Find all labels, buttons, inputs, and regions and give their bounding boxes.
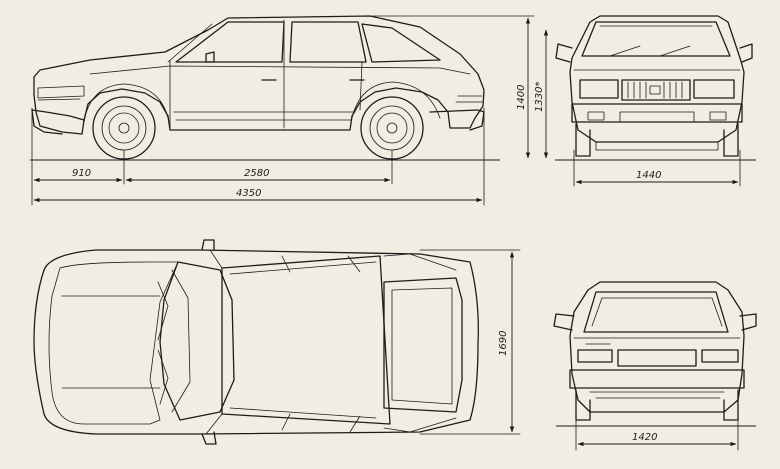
side-dimensions: 910 2580 4350 1400 1330*	[30, 15, 549, 206]
front-dimensions: 1440	[555, 149, 756, 187]
front-track-label: 1440	[636, 170, 661, 181]
overall-height-label: 1400	[516, 85, 527, 110]
loaded-height-label: 1330*	[534, 82, 545, 112]
wheelbase-label: 2580	[244, 168, 269, 179]
side-view	[31, 15, 485, 160]
overall-length-label: 4350	[236, 188, 261, 199]
rear-dimensions: 1420	[556, 413, 756, 451]
top-view	[33, 239, 479, 445]
overall-width-label: 1690	[498, 331, 509, 356]
top-dimensions: 1690	[419, 249, 521, 435]
front-view	[555, 15, 753, 157]
front-overhang-label: 910	[72, 168, 91, 179]
rear-view	[553, 281, 757, 421]
rear-track-label: 1420	[632, 432, 657, 443]
